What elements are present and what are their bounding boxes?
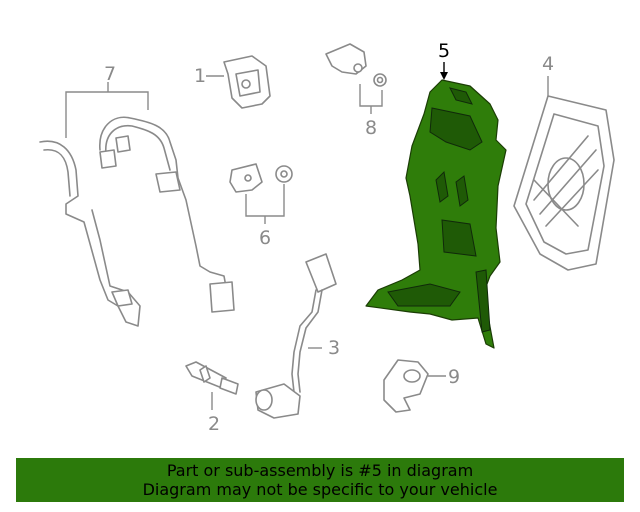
leader-5-arrowhead [440,72,448,80]
part-6-clip[interactable] [229,163,293,193]
part-5-bracket-highlighted[interactable] [365,79,507,349]
part-info-banner: Part or sub-assembly is #5 in diagram Di… [16,458,624,502]
callout-4[interactable]: 4 [542,53,554,75]
callout-7[interactable]: 7 [104,63,116,85]
callout-9[interactable]: 9 [448,366,460,388]
part-3-oxygen-sensor[interactable] [255,253,337,419]
callout-6[interactable]: 6 [259,227,271,249]
callout-5[interactable]: 5 [438,40,450,62]
leader-8 [359,84,383,107]
callout-8[interactable]: 8 [365,117,377,139]
part-9-connector[interactable] [383,359,429,413]
banner-line-2: Diagram may not be specific to your vehi… [142,480,498,499]
part-2-spark-plug[interactable] [185,361,239,395]
leader-7 [65,91,149,138]
callout-3[interactable]: 3 [328,337,340,359]
callout-2[interactable]: 2 [208,413,220,435]
banner-line-1: Part or sub-assembly is #5 in diagram [166,461,474,480]
part-7-wiring-harness[interactable] [39,116,235,327]
callout-1[interactable]: 1 [194,65,206,87]
part-1-sensor[interactable] [223,55,271,109]
part-4-ecm-module[interactable] [513,95,615,271]
part-8-bracket[interactable] [325,43,387,87]
